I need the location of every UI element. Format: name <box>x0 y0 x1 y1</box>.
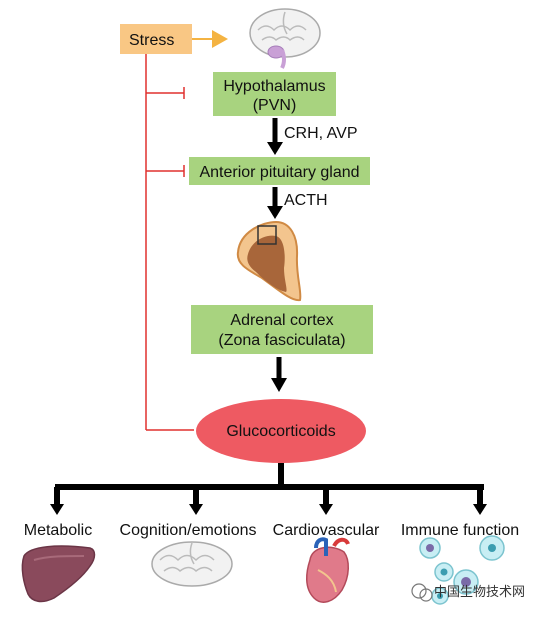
pituitary-label: Anterior pituitary gland <box>199 164 359 181</box>
target-label-cognition: Cognition/emotions <box>120 522 257 539</box>
arrow-head-3 <box>271 378 287 392</box>
stress-arrow-head <box>212 30 228 48</box>
hypothalamus-sublabel: (PVN) <box>253 97 297 114</box>
distribution-tree <box>50 463 487 515</box>
acth-label: ACTH <box>284 192 328 209</box>
adrenal-cortex-sublabel: (Zona fasciculata) <box>218 332 345 349</box>
immune-cells-icon <box>419 535 505 605</box>
target-label-cardiovascular: Cardiovascular <box>273 522 380 539</box>
stress-label: Stress <box>129 32 174 49</box>
glucocorticoids-label: Glucocorticoids <box>226 423 335 440</box>
glucocorticoids-ellipse <box>196 399 366 463</box>
stress-box <box>120 24 192 54</box>
heart-icon <box>306 537 350 603</box>
brain-icon <box>249 8 321 69</box>
pituitary-box <box>189 157 370 185</box>
feedback-inhibition <box>145 54 194 431</box>
brain-icon-cognition <box>151 541 233 587</box>
target-label-immune: Immune function <box>401 522 519 539</box>
crh-avp-label: CRH, AVP <box>284 125 358 142</box>
adrenal-cortex-box <box>191 305 373 354</box>
watermark-text: 中国生物技术网 <box>434 585 525 600</box>
adrenal-cortex-label: Adrenal cortex <box>230 312 333 329</box>
target-label-metabolic: Metabolic <box>24 522 92 539</box>
hypothalamus-label: Hypothalamus <box>223 78 325 95</box>
watermark: 中国生物技术网 <box>411 583 525 602</box>
liver-icon <box>21 545 96 603</box>
arrow-head-1 <box>267 142 283 155</box>
arrow-head-2 <box>267 206 283 219</box>
adrenal-gland-icon <box>236 220 302 302</box>
hypothalamus-box <box>213 72 336 116</box>
